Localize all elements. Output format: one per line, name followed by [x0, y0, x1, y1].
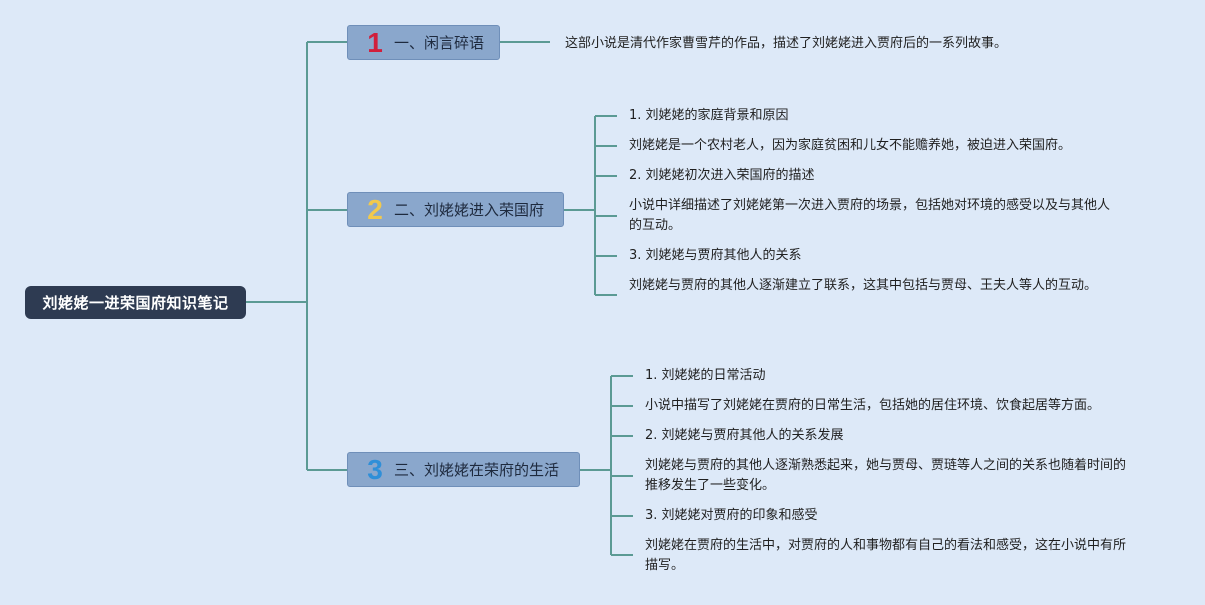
branch-3-leaf-4[interactable]: 刘姥姥与贾府的其他人逐渐熟悉起来，她与贾母、贾琏等人之间的关系也随着时间的推移发… [645, 458, 1127, 493]
branch-2-leaf-3[interactable]: 2. 刘姥姥初次进入荣国府的描述 [629, 168, 815, 183]
branch-2-leaf-1[interactable]: 1. 刘姥姥的家庭背景和原因 [629, 108, 789, 123]
branch-3-leaf-5[interactable]: 3. 刘姥姥对贾府的印象和感受 [645, 508, 818, 523]
branch-3-leaf-1[interactable]: 1. 刘姥姥的日常活动 [645, 368, 766, 383]
root-topic[interactable]: 刘姥姥一进荣国府知识笔记 [25, 286, 246, 319]
branch-1-title: 一、闲言碎语 [394, 34, 485, 52]
number-badge-2: 2 [367, 193, 383, 225]
number-badge-3: 3 [367, 453, 383, 485]
branch-3-leaf-3[interactable]: 2. 刘姥姥与贾府其他人的关系发展 [645, 428, 844, 443]
branch-1-leaf-1[interactable]: 这部小说是清代作家曹雪芹的作品，描述了刘姥姥进入贾府后的一系列故事。 [565, 36, 1008, 51]
branch-3-leaf-6[interactable]: 刘姥姥在贾府的生活中，对贾府的人和事物都有自己的看法和感受，这在小说中有所描写。 [645, 538, 1127, 573]
branch-3-topic[interactable]: 3 三、刘姥姥在荣府的生活 [347, 452, 580, 487]
branch-2-leaf-6[interactable]: 刘姥姥与贾府的其他人逐渐建立了联系，这其中包括与贾母、王夫人等人的互动。 [629, 278, 1098, 293]
branch-2-leaf-2[interactable]: 刘姥姥是一个农村老人，因为家庭贫困和儿女不能赡养她，被迫进入荣国府。 [629, 138, 1072, 153]
branch-2-leaf-4[interactable]: 小说中详细描述了刘姥姥第一次进入贾府的场景，包括她对环境的感受以及与其他人的互动… [629, 198, 1111, 233]
branch-3-title: 三、刘姥姥在荣府的生活 [394, 461, 560, 479]
branch-3-leaf-2[interactable]: 小说中描写了刘姥姥在贾府的日常生活，包括她的居住环境、饮食起居等方面。 [645, 398, 1101, 413]
branch-2-leaf-5[interactable]: 3. 刘姥姥与贾府其他人的关系 [629, 248, 802, 263]
branch-2-title: 二、刘姥姥进入荣国府 [394, 201, 545, 219]
branch-2-topic[interactable]: 2 二、刘姥姥进入荣国府 [347, 192, 564, 227]
branch-1-topic[interactable]: 1 一、闲言碎语 [347, 25, 500, 60]
number-badge-1: 1 [367, 26, 383, 58]
